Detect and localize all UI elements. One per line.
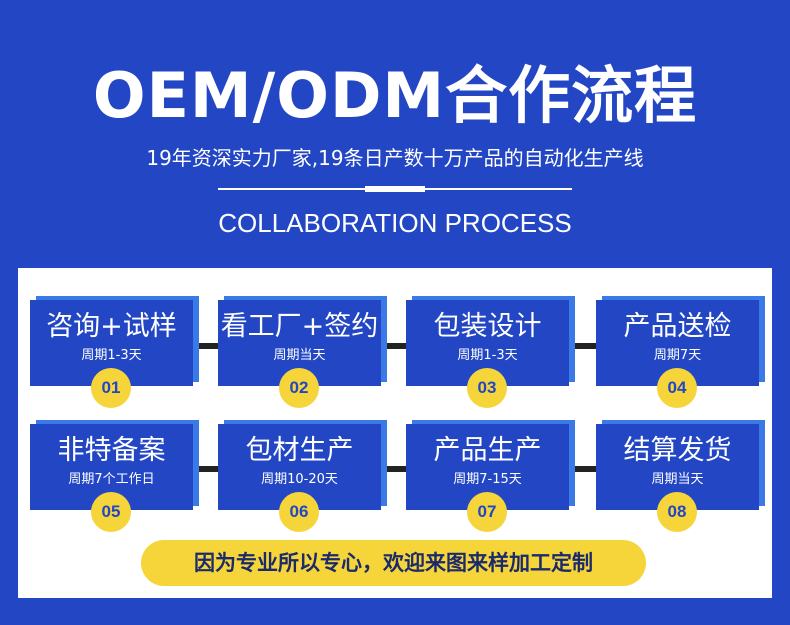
step-number-badge: 05: [91, 492, 131, 532]
step-number-badge: 02: [279, 368, 319, 408]
step-number-badge: 08: [657, 492, 697, 532]
step-period: 周期1-3天: [81, 348, 142, 363]
step-period: 周期1-3天: [457, 348, 518, 363]
step-name: 产品生产: [433, 435, 542, 466]
process-step-1: 咨询+试样 周期1-3天 01: [30, 296, 199, 408]
step-number-badge: 07: [467, 492, 507, 532]
process-step-6: 包材生产 周期10-20天 06: [218, 420, 387, 532]
step-number-badge: 01: [91, 368, 131, 408]
step-period: 周期7天: [653, 348, 702, 363]
step-name: 非特备案: [57, 435, 166, 466]
process-step-2: 看工厂+签约 周期当天 02: [218, 296, 387, 408]
step-name: 结算发货: [623, 435, 732, 466]
step-period: 周期10-20天: [261, 472, 338, 487]
step-name: 产品送检: [623, 311, 732, 342]
step-number-badge: 03: [467, 368, 507, 408]
step-name: 包装设计: [433, 311, 542, 342]
connector-5-6: [193, 466, 218, 472]
step-name: 看工厂+签约: [220, 311, 379, 342]
step-period: 周期当天: [273, 348, 326, 363]
process-step-3: 包装设计 周期1-3天 03: [406, 296, 575, 408]
process-step-4: 产品送检 周期7天 04: [596, 296, 765, 408]
connector-3-4: [569, 343, 596, 349]
connector-6-7: [381, 466, 406, 472]
divider-accent: [365, 186, 425, 192]
step-period: 周期7个工作日: [68, 472, 155, 487]
step-number-badge: 06: [279, 492, 319, 532]
page-title: OEM/ODM合作流程: [92, 59, 698, 132]
step-name: 包材生产: [245, 435, 354, 466]
slogan-banner: 因为专业所以专心，欢迎来图来样加工定制: [141, 540, 646, 586]
page-subtitle: 19年资深实力厂家,19条日产数十万产品的自动化生产线: [146, 146, 644, 170]
connector-1-2: [193, 343, 218, 349]
connector-2-3: [381, 343, 406, 349]
process-step-7: 产品生产 周期7-15天 07: [406, 420, 575, 532]
step-number-badge: 04: [657, 368, 697, 408]
english-heading: COLLABORATION PROCESS: [218, 208, 572, 238]
process-step-5: 非特备案 周期7个工作日 05: [30, 420, 199, 532]
step-period: 周期当天: [651, 472, 704, 487]
connector-7-8: [569, 466, 596, 472]
step-period: 周期7-15天: [453, 472, 522, 487]
process-step-8: 结算发货 周期当天 08: [596, 420, 765, 532]
step-name: 咨询+试样: [46, 311, 177, 342]
